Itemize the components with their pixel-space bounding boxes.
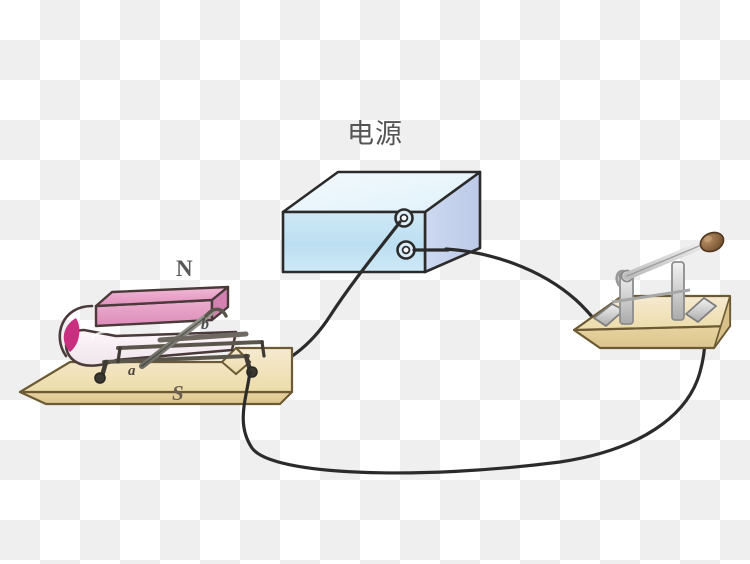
switch-knob-handle[interactable] xyxy=(697,229,726,255)
wire-magnet-to-switch xyxy=(241,324,707,475)
magnet-base-edge xyxy=(18,390,294,406)
rail-terminal-left xyxy=(94,372,106,384)
power-supply-terminal-top[interactable] xyxy=(394,208,414,228)
rail-and-rod-assembly xyxy=(94,307,266,384)
magnet-tip-color xyxy=(63,318,80,352)
switch-right-terminal[interactable] xyxy=(685,297,717,323)
rail-rear xyxy=(116,340,264,350)
magnet-wooden-base xyxy=(18,346,294,406)
rod-cross-contact xyxy=(157,331,249,343)
magnet-north-pole-label: N xyxy=(176,256,193,281)
magnet-south-pole-label: S xyxy=(172,381,184,405)
power-supply-label: 电源 xyxy=(347,119,403,150)
switch-blade[interactable] xyxy=(623,240,708,280)
knife-switch[interactable] xyxy=(593,229,727,327)
wire-supply-to-switch xyxy=(444,247,601,327)
magnet-bend xyxy=(58,304,94,358)
rail-front xyxy=(102,354,250,364)
power-supply-terminal-bottom[interactable] xyxy=(396,240,416,260)
conductor-end-a-label: a xyxy=(128,363,136,379)
horseshoe-magnet xyxy=(58,285,238,367)
power-supply[interactable] xyxy=(281,170,482,274)
conductor-end-b-label: b xyxy=(201,316,209,333)
